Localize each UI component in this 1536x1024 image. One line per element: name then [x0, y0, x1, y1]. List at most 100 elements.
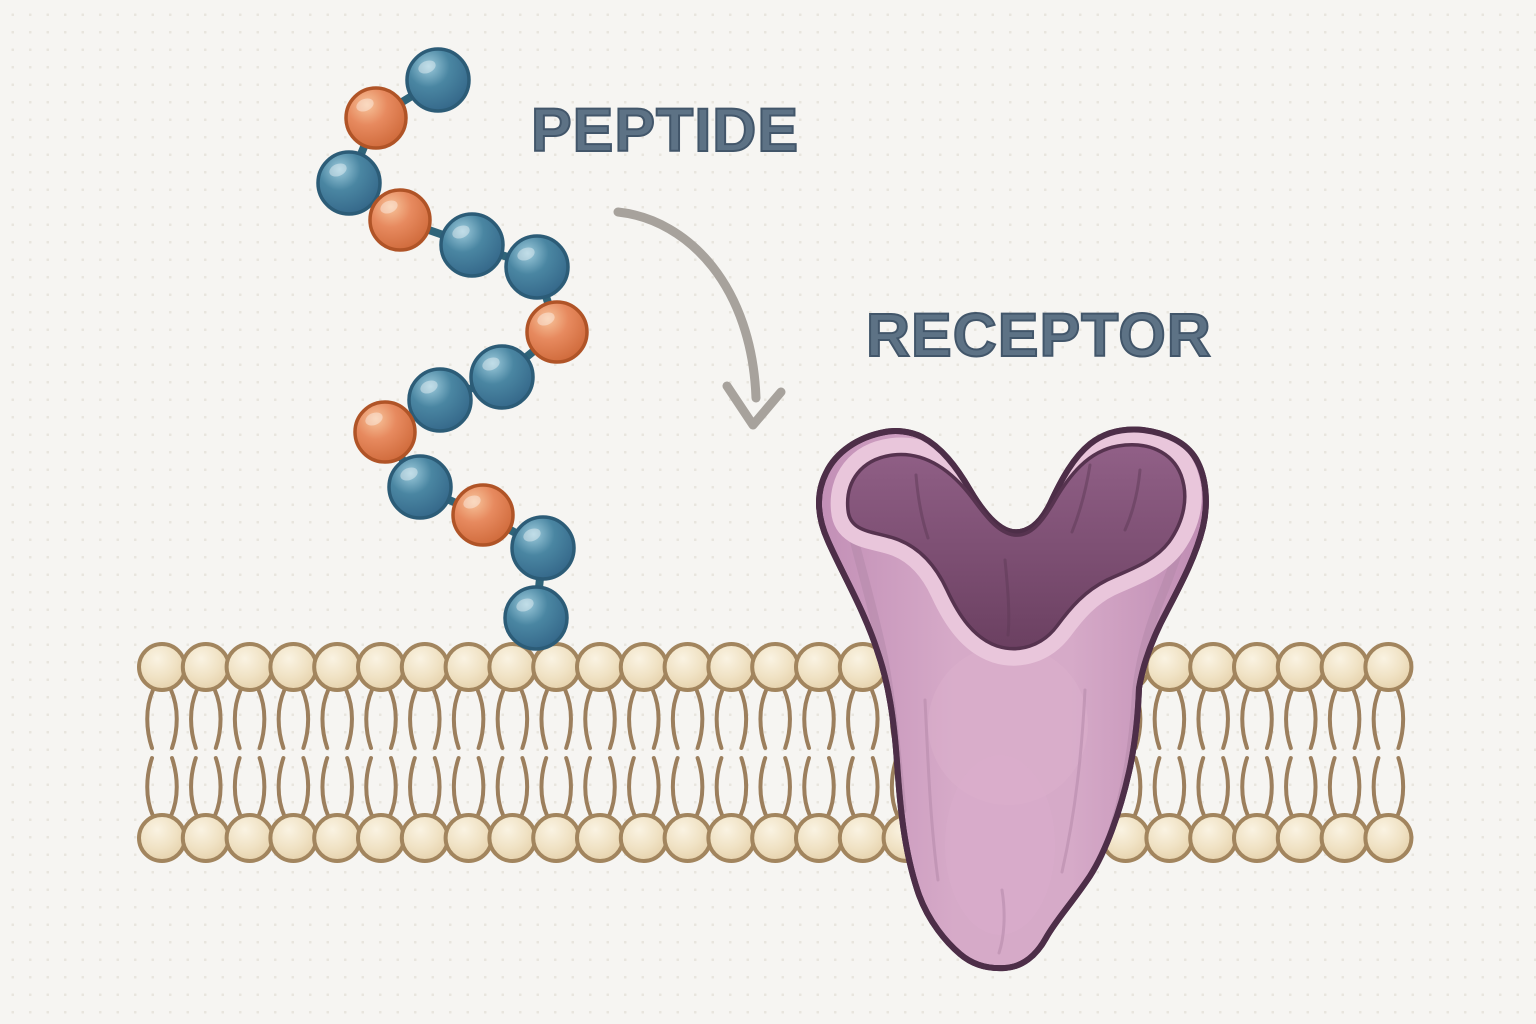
bead-highlight	[420, 380, 438, 394]
lipid-tail	[1371, 688, 1382, 750]
lipid-head	[531, 642, 582, 692]
lipid-tail	[212, 756, 223, 818]
lipid-tail	[1196, 688, 1207, 750]
bead-highlight	[329, 163, 347, 177]
bead-highlight	[365, 412, 383, 426]
lipid-tail	[451, 688, 462, 750]
bead-highlight	[517, 247, 535, 261]
lipid-tail	[1307, 688, 1318, 750]
lipid-head	[137, 642, 187, 692]
arrow-head	[722, 381, 786, 430]
lipid-tail	[846, 688, 856, 750]
lipid-tail	[539, 756, 550, 818]
bead-highlight	[400, 467, 418, 481]
lipid-tail	[650, 688, 661, 750]
lipid-tail	[189, 688, 199, 750]
amino-acid-bead-orange	[451, 483, 515, 547]
lipid-tail	[563, 688, 573, 750]
lipid-head	[531, 813, 582, 863]
lipid-tail	[846, 756, 856, 818]
receptor-crease	[1060, 688, 1087, 874]
bead-highlight	[380, 200, 398, 214]
amino-acid-bead-blue	[504, 234, 570, 300]
bead-highlight	[452, 225, 470, 239]
lipid-head	[662, 813, 713, 863]
lipid-tail	[300, 756, 311, 818]
pocket-streak	[914, 473, 930, 540]
lipid-tail	[758, 688, 769, 750]
lipid-head	[399, 642, 450, 692]
lipid-tail	[694, 756, 705, 818]
bead-highlight	[418, 60, 436, 74]
lipid-tail	[1395, 756, 1406, 818]
lipid-tail	[169, 756, 179, 818]
lipid-tail	[519, 688, 530, 750]
lipid-tail	[169, 688, 179, 750]
amino-acid-bead-orange	[525, 300, 589, 364]
lipid-tail	[627, 688, 637, 750]
lipid-tail	[694, 688, 705, 750]
amino-acid-bead-blue	[439, 212, 505, 278]
lipid-head	[180, 642, 231, 692]
lipid-head	[575, 813, 625, 863]
lipid-head	[1188, 813, 1239, 863]
lipid-tail	[563, 756, 573, 818]
lipid-tail	[495, 756, 506, 818]
lipid-tail	[495, 688, 506, 750]
lipid-head	[443, 813, 494, 863]
lipid-head	[1319, 642, 1370, 692]
lipid-tail	[670, 688, 681, 750]
bead-highlight	[516, 598, 534, 612]
lipid-head	[750, 642, 801, 692]
amino-acid-bead-blue	[503, 585, 569, 651]
lipid-head	[312, 813, 363, 863]
lipid-tail	[276, 756, 287, 818]
amino-acid-bead-orange	[344, 86, 408, 150]
lipid-tail	[364, 688, 374, 750]
lipid-tail	[1327, 756, 1338, 818]
lipid-head	[356, 642, 406, 692]
lipid-tail	[1176, 688, 1187, 750]
amino-acid-bead-blue	[387, 454, 453, 520]
receptor-crease	[997, 888, 1006, 955]
lipid-tail	[364, 756, 374, 818]
lipid-tail	[1351, 756, 1362, 818]
lipid-head	[794, 642, 844, 692]
receptor-glow	[928, 645, 1088, 805]
lipid-head	[837, 813, 888, 863]
lipid-tail	[1284, 688, 1294, 750]
peptide-chain	[316, 47, 589, 651]
bead-highlight	[463, 495, 481, 509]
lipid-head	[1188, 642, 1239, 692]
bead-highlight	[482, 357, 500, 371]
arrow-shaft	[613, 207, 761, 403]
lipid-head	[180, 813, 231, 863]
lipid-tail	[276, 688, 287, 750]
lipid-head	[706, 642, 757, 692]
lipid-head	[487, 813, 538, 863]
lipid-tail	[1327, 688, 1338, 750]
lipid-tail	[388, 756, 398, 818]
cell-membrane	[137, 642, 1414, 863]
binding-arrow	[613, 207, 786, 430]
lipid-tail	[650, 756, 661, 818]
lipid-tail	[300, 688, 311, 750]
lipid-tail	[320, 756, 331, 818]
receptor-binding-pocket	[845, 443, 1187, 651]
lipid-head	[794, 813, 844, 863]
receptor-outline	[816, 426, 1209, 972]
lipid-tail	[1351, 688, 1362, 750]
lipid-tail	[212, 688, 223, 750]
lipid-tail	[607, 756, 617, 818]
lipid-tail	[451, 756, 462, 818]
lipid-head	[662, 642, 713, 692]
lipid-head	[224, 642, 275, 692]
lipid-head	[1363, 642, 1414, 692]
pocket-streak	[1070, 463, 1092, 534]
peptide-label: PEPTIDE	[530, 96, 800, 164]
receptor-glow	[945, 755, 1055, 935]
lipid-tail	[189, 756, 199, 818]
lipid-head	[706, 813, 757, 863]
